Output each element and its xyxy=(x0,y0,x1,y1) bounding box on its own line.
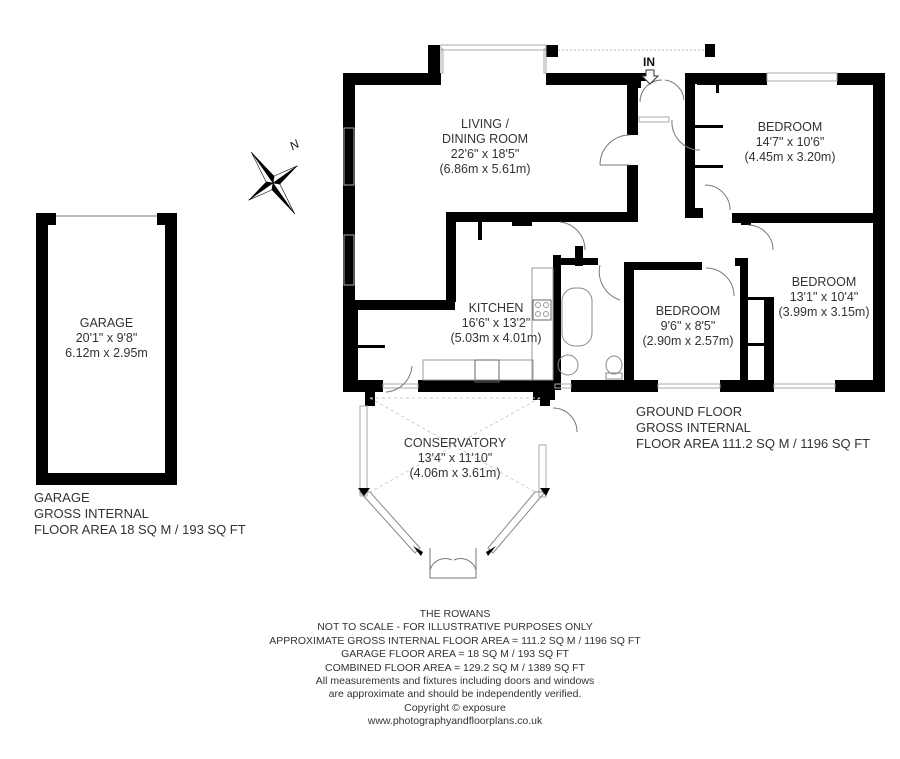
conservatory-walls xyxy=(358,488,550,556)
conservatory-dashed xyxy=(369,397,541,493)
entrance-arrow-icon xyxy=(640,69,660,85)
room-label-bedroom-3: BEDROOM 9'6" x 8'5" (2.90m x 2.57m) xyxy=(636,304,740,349)
plan-footer: THE ROWANS NOT TO SCALE - FOR ILLUSTRATI… xyxy=(230,608,680,729)
room-dim-metric: (4.06m x 3.61m) xyxy=(409,466,501,480)
room-label-conservatory: CONSERVATORY 13'4" x 11'10" (4.06m x 3.6… xyxy=(385,436,525,481)
room-dim-metric: (4.45m x 3.20m) xyxy=(744,150,836,164)
room-name: DINING ROOM xyxy=(441,132,529,146)
note-line: FLOOR AREA 111.2 SQ M / 1196 SQ FT xyxy=(636,436,871,451)
room-dim-metric: 6.12m x 2.95m xyxy=(65,346,148,360)
kitchen-fixtures xyxy=(422,267,554,383)
garage-walls xyxy=(36,213,177,485)
room-name: GARAGE xyxy=(79,316,134,330)
room-name: CONSERVATORY xyxy=(403,436,507,450)
room-name: LIVING / xyxy=(461,117,509,131)
note-line: FLOOR AREA 18 SQ M / 193 SQ FT xyxy=(34,522,246,537)
room-name: BEDROOM xyxy=(655,304,721,318)
property-title: THE ROWANS xyxy=(419,608,491,620)
copyright: Copyright © exposure xyxy=(404,701,506,714)
room-dim-metric: (3.99m x 3.15m) xyxy=(778,305,870,319)
scale-note: NOT TO SCALE - FOR ILLUSTRATIVE PURPOSES… xyxy=(317,621,593,634)
bathroom-fixtures xyxy=(557,287,623,380)
garage-area-note: GARAGE GROSS INTERNAL FLOOR AREA 18 SQ M… xyxy=(34,490,246,538)
note-line: GROSS INTERNAL xyxy=(34,506,149,521)
note-line: GARAGE xyxy=(34,490,90,505)
room-label-bedroom-1: BEDROOM 14'7" x 10'6" (4.45m x 3.20m) xyxy=(730,120,850,165)
room-dim-imperial: 13'1" x 10'4" xyxy=(789,290,859,304)
ground-floor-area-note: GROUND FLOOR GROSS INTERNAL FLOOR AREA 1… xyxy=(636,404,870,452)
room-label-bedroom-2: BEDROOM 13'1" x 10'4" (3.99m x 3.15m) xyxy=(772,275,876,320)
room-name: BEDROOM xyxy=(791,275,857,289)
windows xyxy=(343,44,838,498)
room-name: KITCHEN xyxy=(468,301,524,315)
room-dim-imperial: 9'6" x 8'5" xyxy=(660,319,716,333)
note-line: GROUND FLOOR xyxy=(636,404,743,419)
room-dim-metric: (2.90m x 2.57m) xyxy=(642,334,734,348)
house-walls xyxy=(343,44,885,406)
room-label-garage: GARAGE 20'1" x 9'8" 6.12m x 2.95m xyxy=(48,316,165,361)
room-dim-imperial: 22'6" x 18'5" xyxy=(450,147,520,161)
room-dim-imperial: 20'1" x 9'8" xyxy=(75,331,138,345)
note-line: GROSS INTERNAL xyxy=(636,420,751,435)
doors xyxy=(385,79,774,579)
room-dim-metric: (5.03m x 4.01m) xyxy=(450,331,542,345)
disclaimer: All measurements and fixtures including … xyxy=(315,675,595,688)
north-arrow-compass-icon xyxy=(248,151,298,215)
room-dim-imperial: 14'7" x 10'6" xyxy=(755,135,825,149)
room-dim-imperial: 16'6" x 13'2" xyxy=(461,316,531,330)
room-dim-imperial: 13'4" x 11'10" xyxy=(417,451,493,465)
room-dim-metric: (6.86m x 5.61m) xyxy=(439,162,531,176)
disclaimer: are approximate and should be independen… xyxy=(328,688,582,701)
combined-area: COMBINED FLOOR AREA = 129.2 SQ M / 1389 … xyxy=(325,661,585,674)
entrance-label: IN xyxy=(643,55,655,69)
garage-area: GARAGE FLOOR AREA = 18 SQ M / 193 SQ FT xyxy=(341,648,569,661)
room-label-kitchen: KITCHEN 16'6" x 13'2" (5.03m x 4.01m) xyxy=(436,301,556,346)
room-label-living: LIVING / DINING ROOM 22'6" x 18'5" (6.86… xyxy=(420,117,550,177)
gross-area: APPROXIMATE GROSS INTERNAL FLOOR AREA = … xyxy=(269,634,641,647)
room-name: BEDROOM xyxy=(757,120,823,134)
website-link[interactable]: www.photographyandfloorplans.co.uk xyxy=(367,715,543,728)
